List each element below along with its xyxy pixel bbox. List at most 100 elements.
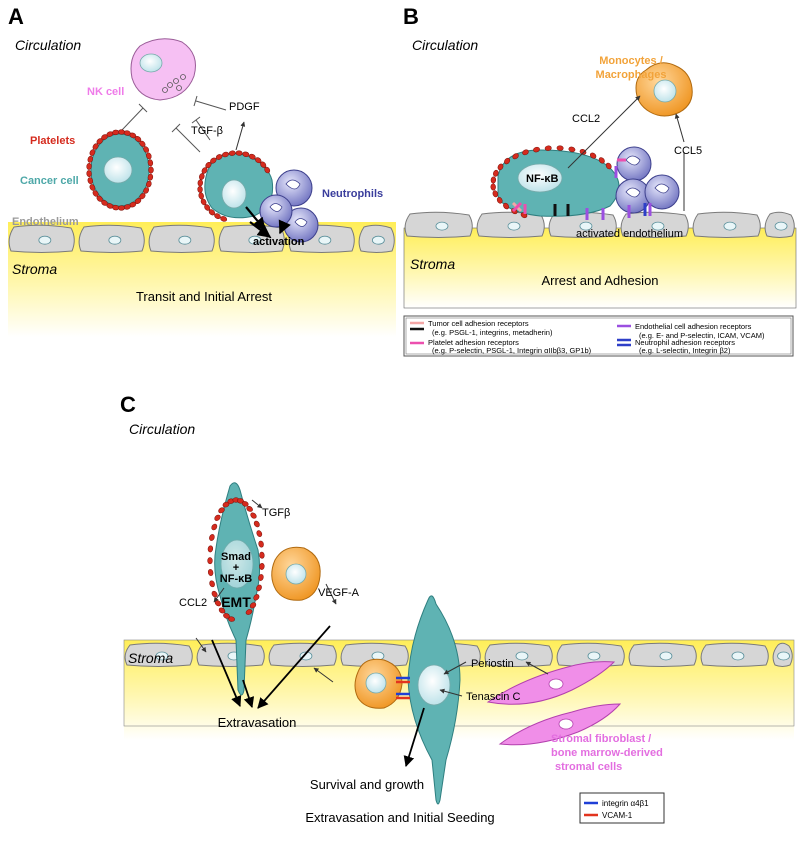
platelet (490, 176, 497, 184)
platelet (139, 140, 146, 147)
platelet (146, 180, 152, 188)
platelet (255, 157, 262, 164)
extravasation-label: Extravasation (218, 715, 297, 730)
platelet (490, 183, 496, 191)
platelet (146, 152, 152, 160)
survival-label: Survival and growth (310, 777, 424, 792)
emt-label: EMT (221, 594, 251, 610)
platelet (118, 129, 125, 135)
platelet (533, 146, 540, 153)
platelet (256, 530, 263, 537)
platelet (522, 149, 529, 156)
stroma-label-a: Stroma (12, 261, 57, 277)
extravasating-cancer-cell (207, 482, 265, 696)
cancer-cell-label: Cancer cell (20, 175, 79, 187)
panel-b: B Circulation Monocytes / Macrophages CC… (403, 4, 797, 309)
panel-a: A Circulation NK cell Platelets Cancer c… (8, 4, 396, 337)
platelet (218, 507, 225, 514)
platelet (246, 506, 253, 512)
platelet (207, 545, 214, 553)
platelet (143, 187, 150, 194)
monocyte-macrophage (635, 62, 693, 117)
extravasation-arrows (211, 625, 425, 768)
periostin-label: Periostin (471, 658, 514, 670)
platelet (589, 152, 597, 159)
platelet (493, 169, 499, 177)
endothelial-nucleus (659, 651, 673, 661)
circulation-label-b: Circulation (412, 37, 478, 53)
activation-arrows (245, 206, 291, 238)
nk-cell-label: NK cell (87, 86, 124, 98)
platelet (197, 185, 203, 193)
platelet (209, 534, 215, 541)
circulation-label-c: Circulation (129, 421, 195, 437)
platelet (496, 196, 503, 204)
platelet (220, 216, 228, 222)
endothelium-layer (8, 224, 395, 253)
platelet (256, 584, 262, 592)
nk-cell (130, 38, 196, 101)
platelet (235, 150, 243, 156)
vegf-label: VEGF-A (318, 587, 360, 599)
pdgf-label: PDGF (229, 101, 260, 113)
neutrophils-a (259, 169, 319, 243)
platelet (250, 512, 257, 519)
endothelial-nucleus (435, 221, 449, 231)
platelet (259, 551, 265, 559)
stroma-label-b: Stroma (410, 256, 455, 272)
tenascin-label: Tenascin C (466, 691, 520, 703)
inhibition-lines (121, 95, 227, 153)
stroma-band-b (404, 228, 796, 308)
platelet (253, 594, 260, 601)
endothelial-nucleus (723, 221, 737, 231)
platelet (504, 157, 511, 165)
endothelial-nucleus (777, 651, 790, 661)
platelet (210, 157, 217, 164)
platelet (197, 179, 203, 187)
platelet (201, 167, 208, 174)
monocytes-label-line2: Macrophages (596, 69, 667, 81)
ccl2-label-b: CCL2 (572, 113, 600, 125)
platelets-label: Platelets (30, 135, 75, 147)
endothelial-nucleus (248, 235, 262, 245)
stromal-fibroblasts (486, 661, 622, 746)
integrin-label: integrin α4β1 (602, 799, 649, 808)
plus-label: + (233, 562, 239, 574)
endothelium-label: Endothelium (12, 216, 79, 228)
ccl5-label: CCL5 (674, 145, 702, 157)
endothelial-nucleus (651, 221, 665, 231)
endothelial-nucleus (371, 235, 385, 245)
platelet (92, 190, 99, 197)
activated-endothelium-label: activated endothelium (576, 228, 683, 240)
platelet (147, 173, 154, 181)
endothelium-layer-c (124, 642, 793, 667)
cancer-cell-adhered (490, 145, 620, 219)
platelet (259, 562, 265, 570)
platelet (215, 154, 223, 160)
endothelial-nucleus (318, 235, 332, 245)
platelet (87, 155, 94, 163)
legend-neut-sub: (e.g. L-selectin, Integrin β2) (639, 346, 731, 355)
platelet (218, 607, 226, 614)
chemokine-arrows (567, 95, 685, 211)
platelet (214, 213, 221, 219)
platelet (198, 192, 204, 200)
endothelial-nucleus (507, 221, 521, 231)
stroma-label-c: Stroma (128, 650, 173, 666)
platelet (205, 161, 212, 169)
platelet (492, 190, 499, 198)
platelet (211, 590, 218, 598)
circulation-label-a: Circulation (15, 37, 81, 53)
nfkb-label-c: NF-κB (220, 573, 252, 585)
platelet (209, 580, 215, 588)
fibroblast-label-line3: stromal cells (555, 761, 622, 773)
endothelial-nucleus (515, 651, 529, 661)
platelet (89, 184, 96, 191)
smad-label: Smad (221, 551, 251, 563)
activation-label: activation (253, 236, 305, 248)
platelet (143, 146, 150, 153)
fibroblast-label-line1: Stromal fibroblast / (551, 733, 651, 745)
panel-b-letter: B (403, 4, 419, 29)
platelet (248, 153, 256, 160)
